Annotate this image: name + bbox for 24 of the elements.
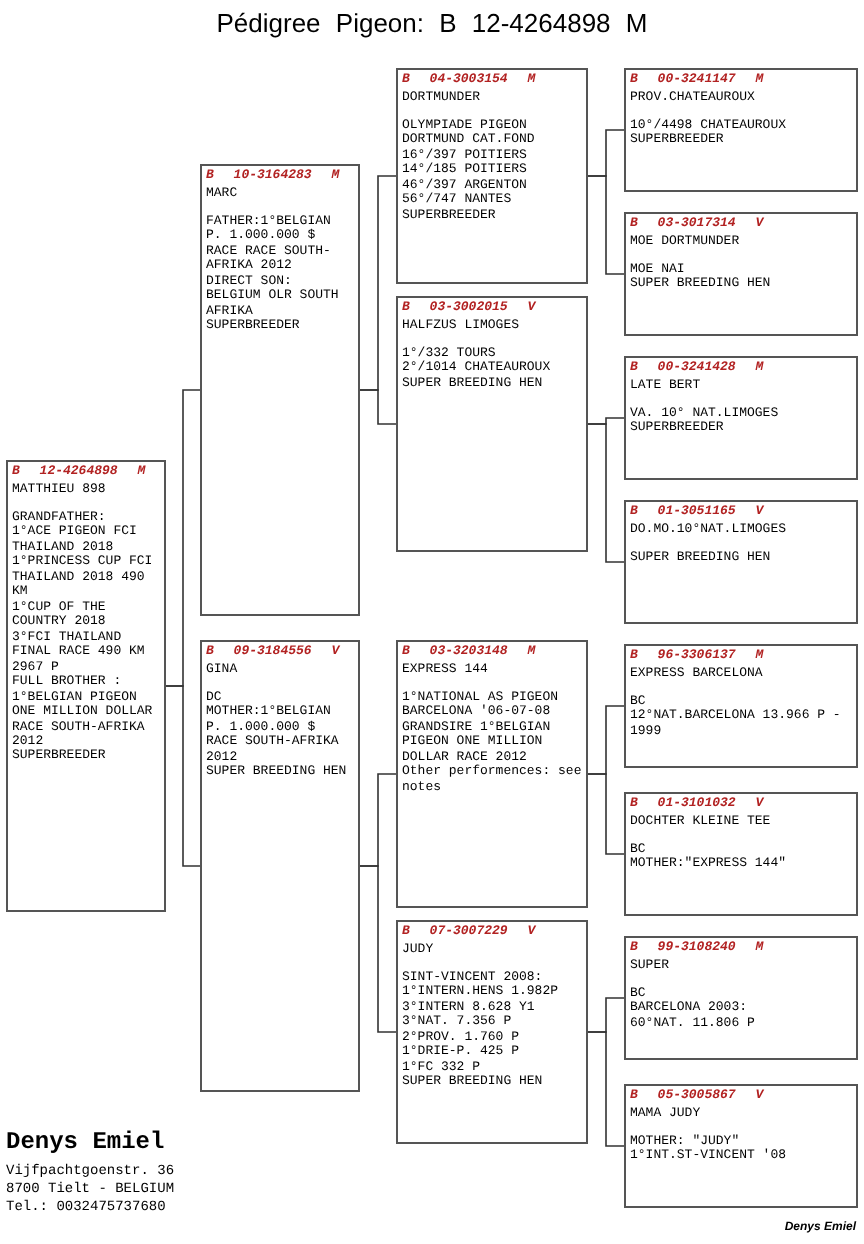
pedigree-card	[624, 212, 858, 336]
pedigree-card	[624, 356, 858, 480]
pedigree-card	[396, 68, 588, 284]
pedigree-card	[624, 1084, 858, 1208]
pedigree-card	[624, 500, 858, 624]
pedigree-card	[624, 68, 858, 192]
pedigree-card	[624, 936, 858, 1060]
pedigree-connector	[587, 175, 625, 275]
pedigree-card	[396, 640, 588, 908]
pedigree-card	[396, 296, 588, 552]
pedigree-connector	[165, 685, 201, 867]
pedigree-connector	[359, 865, 397, 1033]
pedigree-card	[6, 460, 166, 912]
pedigree-card	[624, 644, 858, 768]
pedigree-card	[396, 920, 588, 1144]
pedigree-connector	[587, 773, 625, 855]
pedigree-card	[200, 640, 360, 1092]
pedigree-card	[624, 792, 858, 916]
pedigree-connector	[587, 1031, 625, 1147]
breeder-name: Denys Emiel	[6, 1126, 167, 1160]
pedigree-connector	[587, 423, 625, 563]
title: Pédigree Pigeon: B 12-4264898 M	[216, 6, 648, 42]
pedigree-connector	[359, 389, 397, 425]
pedigree-card	[200, 164, 360, 616]
